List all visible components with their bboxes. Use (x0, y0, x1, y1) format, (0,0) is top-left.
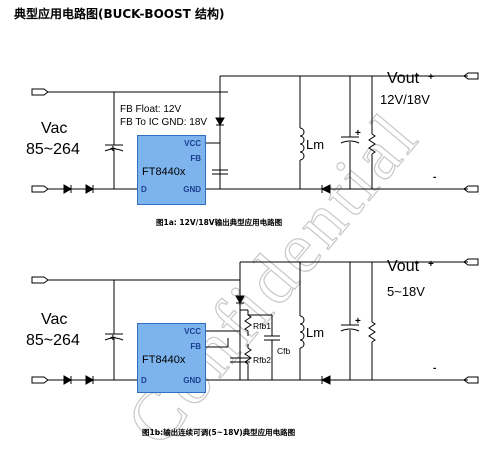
fig1-inductor-label: Lm (306, 137, 325, 152)
rfb1-resistor (244, 310, 252, 336)
fig2-chip-name: FT8440x (142, 354, 186, 366)
vcc-diode (215, 117, 225, 127)
circuit-1b (31, 258, 479, 385)
fig1-chip: VCC FB FT8440x D GND (137, 135, 206, 205)
fig1-pin-d: D (141, 185, 147, 194)
fig1-note-line1: FB Float: 12V (120, 104, 182, 115)
fig1-pin-fb: FB (190, 154, 201, 163)
fig2-pin-d: D (141, 376, 147, 385)
fig1-pin-gnd: GND (183, 185, 201, 194)
fig2-inductor-label: Lm (306, 325, 325, 340)
fig2-input-label: Vac (41, 311, 68, 328)
output-terminal-top (463, 258, 479, 266)
fig1-bulk-cap-plus: + (110, 144, 116, 155)
fig2-output-plus: + (428, 259, 434, 270)
input-terminal-bottom (31, 376, 49, 384)
fig1-note-line2: FB To IC GND: 18V (120, 117, 208, 128)
fig2-chip: VCC FB FT8440x D GND (137, 323, 206, 393)
fig2-rfb2-label: Rfb2 (253, 355, 271, 365)
fig1-output-minus: - (433, 172, 437, 183)
fig2-rfb1-label: Rfb1 (253, 321, 271, 331)
fig2-output-label: Vout (387, 258, 420, 275)
bridge-diode-2 (85, 184, 95, 194)
output-diode (320, 184, 331, 194)
inductor-lm (299, 315, 305, 349)
fig2-out-cap-plus: + (355, 316, 361, 327)
fig1-caption: 图1a: 12V/18V输出典型应用电路图 (156, 218, 283, 227)
rfb2-resistor (244, 344, 252, 368)
fig2-caption: 图1b:输出连续可调(5~18V)典型应用电路图 (142, 428, 296, 437)
input-terminal-top (31, 276, 49, 284)
fig2-input-range: 85~264 (26, 332, 80, 349)
fig1-output-label: Vout (387, 70, 420, 87)
fig1-output-plus: + (428, 72, 434, 83)
fig2-bulk-cap-plus: + (110, 333, 116, 344)
fig2-output-value: 5~18V (387, 284, 425, 299)
bridge-diode-1 (63, 184, 73, 194)
fig1-input-range: 85~264 (26, 141, 80, 158)
fig1-output-value: 12V/18V (380, 92, 430, 107)
fig1-chip-name: FT8440x (142, 166, 186, 178)
output-terminal-top (463, 72, 479, 80)
fig2-cfb-label: Cfb (277, 346, 291, 356)
output-terminal-bottom (463, 376, 479, 384)
fig2-pin-vcc: VCC (184, 327, 201, 336)
fig2-pin-fb: FB (190, 342, 201, 351)
fig1-input-label: Vac (41, 120, 68, 137)
input-terminal-bottom (31, 185, 49, 193)
fig1-out-cap-plus: + (355, 128, 361, 139)
input-terminal-top (31, 88, 49, 96)
fig2-pin-gnd: GND (183, 376, 201, 385)
inductor-lm (299, 127, 305, 161)
page-title: 典型应用电路图(BUCK-BOOST 结构) (14, 7, 225, 21)
circuit-1a (31, 72, 479, 194)
load-resistor (368, 133, 376, 155)
fig1-pin-vcc: VCC (184, 139, 201, 148)
fig2-output-minus: - (433, 363, 437, 374)
output-terminal-bottom (463, 185, 479, 193)
